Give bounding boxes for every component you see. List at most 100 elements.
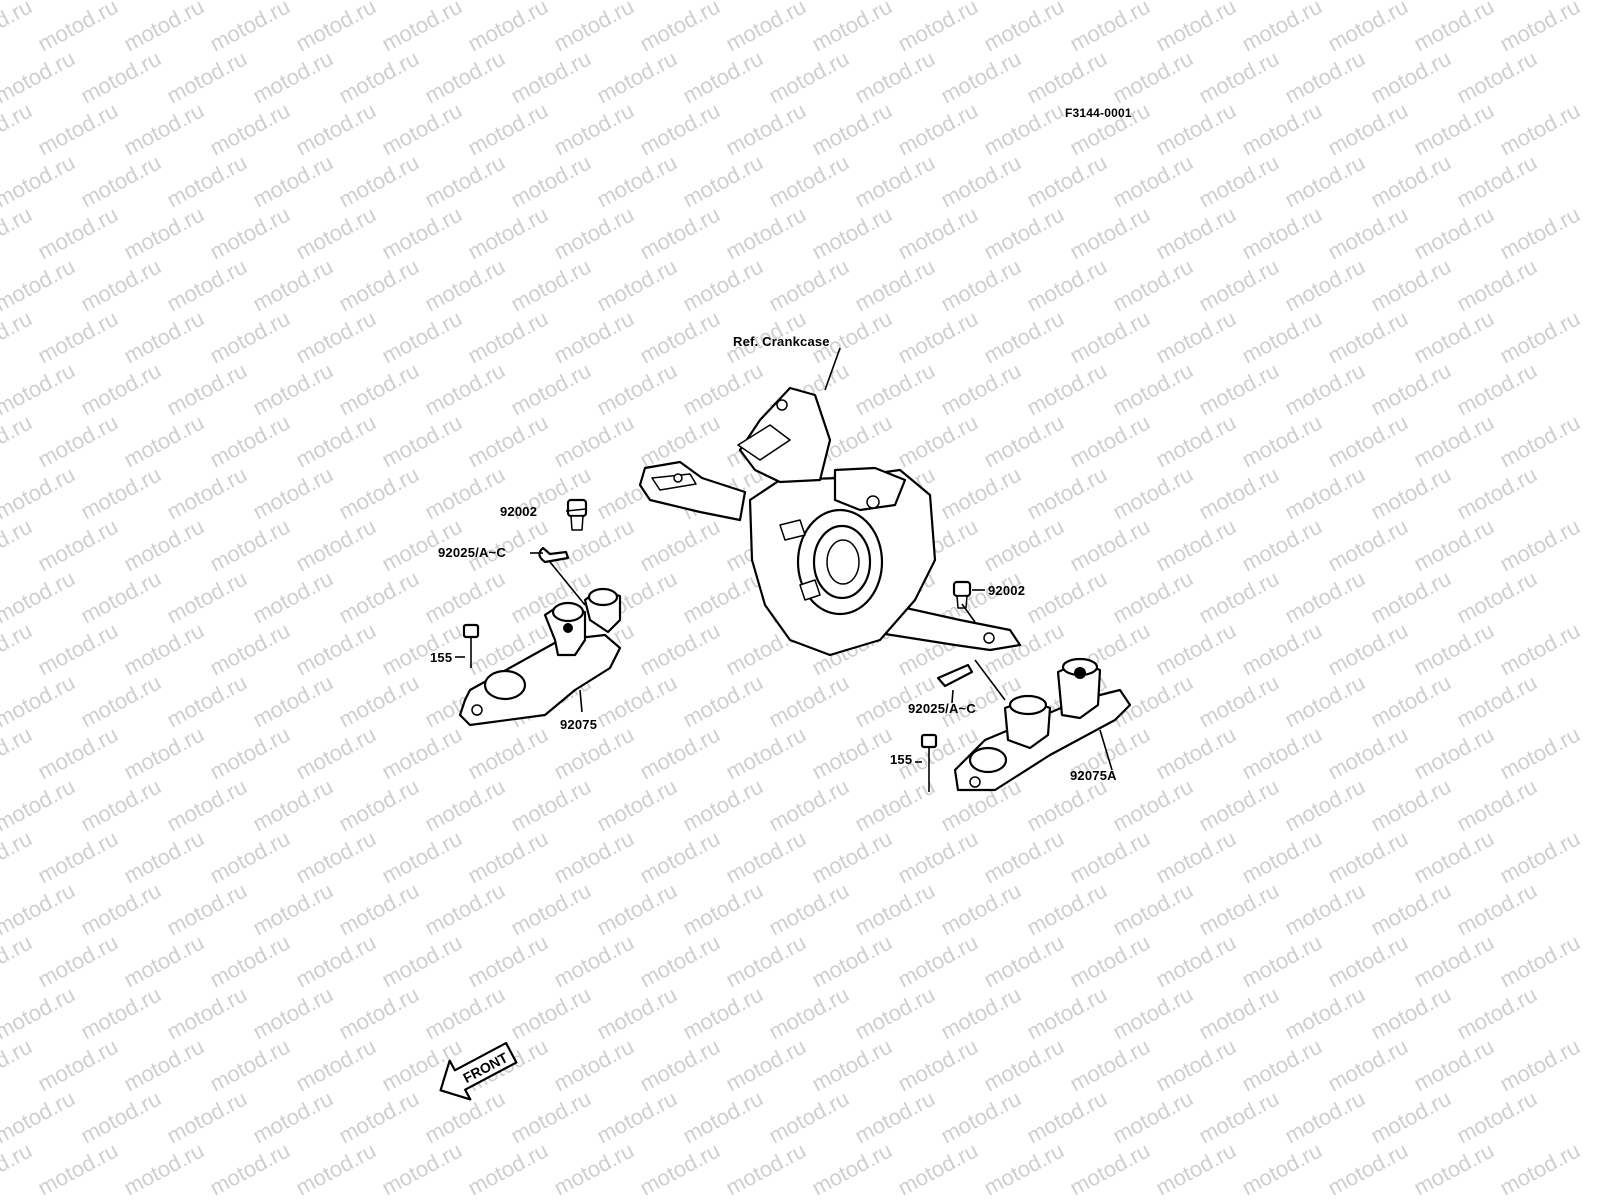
watermark-text: motod.ru (0, 306, 36, 369)
watermark-text: motod.ru (120, 306, 208, 369)
watermark-text: motod.ru (1281, 670, 1369, 733)
watermark-text: motod.ru (1152, 1034, 1240, 1097)
watermark-text: motod.ru (1324, 514, 1412, 577)
watermark-text: motod.ru (206, 618, 294, 681)
watermark-text: motod.ru (679, 566, 767, 629)
watermark-text: motod.ru (378, 98, 466, 161)
watermark-text: motod.ru (808, 1034, 896, 1097)
watermark-text: motod.ru (378, 722, 466, 785)
watermark-text: motod.ru (937, 254, 1025, 317)
watermark-text: motod.ru (1152, 202, 1240, 265)
watermark-text: motod.ru (1238, 514, 1326, 577)
watermark-text: motod.ru (34, 0, 122, 56)
watermark-text: motod.ru (1195, 150, 1283, 213)
watermark-text: motod.ru (1023, 1086, 1111, 1149)
watermark-text: motod.ru (1324, 1034, 1412, 1097)
watermark-text: motod.ru (120, 722, 208, 785)
watermark-text: motod.ru (335, 774, 423, 837)
watermark-text: motod.ru (894, 202, 982, 265)
watermark-text: motod.ru (249, 150, 337, 213)
watermark-text: motod.ru (1109, 358, 1197, 421)
watermark-text: motod.ru (1281, 46, 1369, 109)
watermark-text: motod.ru (0, 514, 36, 577)
watermark-text: motod.ru (1281, 254, 1369, 317)
watermark-text: motod.ru (1066, 1034, 1154, 1097)
watermark-text: motod.ru (1195, 982, 1283, 1045)
watermark-text: motod.ru (249, 878, 337, 941)
watermark-text: motod.ru (1238, 306, 1326, 369)
watermark-text: motod.ru (163, 774, 251, 837)
watermark-text: motod.ru (378, 0, 466, 56)
watermark-text: motod.ru (679, 670, 767, 733)
watermark-text: motod.ru (1453, 46, 1541, 109)
watermark-text: motod.ru (1496, 722, 1584, 785)
watermark-text: motod.ru (206, 306, 294, 369)
watermark-text: motod.ru (0, 1034, 36, 1097)
watermark-text: motod.ru (593, 150, 681, 213)
watermark-text: motod.ru (593, 254, 681, 317)
watermark-text: motod.ru (421, 46, 509, 109)
watermark-text: motod.ru (1023, 254, 1111, 317)
watermark-text: motod.ru (1109, 982, 1197, 1045)
watermark-text: motod.ru (1324, 826, 1412, 889)
watermark-text: motod.ru (335, 46, 423, 109)
watermark-text: motod.ru (1195, 462, 1283, 525)
watermark-text: motod.ru (1152, 0, 1240, 56)
watermark-text: motod.ru (1109, 462, 1197, 525)
watermark-text: motod.ru (249, 1086, 337, 1149)
watermark-text: motod.ru (507, 46, 595, 109)
watermark-text: motod.ru (1496, 98, 1584, 161)
watermark-text: motod.ru (1453, 358, 1541, 421)
watermark-text: motod.ru (1238, 98, 1326, 161)
watermark-text: motod.ru (765, 254, 853, 317)
label-ref-crankcase: Ref. Crankcase (733, 334, 830, 349)
watermark-text: motod.ru (1238, 826, 1326, 889)
leader-lines (455, 347, 1113, 771)
watermark-text: motod.ru (0, 98, 36, 161)
watermark-text: motod.ru (550, 930, 638, 993)
watermark-text: motod.ru (1066, 202, 1154, 265)
watermark-text: motod.ru (1152, 306, 1240, 369)
watermark-text: motod.ru (335, 462, 423, 525)
watermark-text: motod.ru (206, 514, 294, 577)
watermark-text: motod.ru (335, 1086, 423, 1149)
watermark-text: motod.ru (1195, 774, 1283, 837)
watermark-text: motod.ru (808, 930, 896, 993)
watermark-text: motod.ru (1109, 774, 1197, 837)
watermark-text: motod.ru (1281, 1086, 1369, 1149)
watermark-text: motod.ru (1023, 982, 1111, 1045)
watermark-text: motod.ru (937, 46, 1025, 109)
watermark-text: motod.ru (1410, 1138, 1498, 1200)
watermark-text: motod.ru (937, 462, 1025, 525)
watermark-text: motod.ru (1066, 1138, 1154, 1200)
watermark-text: motod.ru (77, 878, 165, 941)
watermark-text: motod.ru (1238, 618, 1326, 681)
label-92025-right: 92025/A~C (908, 701, 976, 716)
watermark-text: motod.ru (679, 46, 767, 109)
watermark-text: motod.ru (34, 1034, 122, 1097)
watermark-text: motod.ru (937, 358, 1025, 421)
watermark-text: motod.ru (1152, 98, 1240, 161)
watermark-text: motod.ru (1496, 930, 1584, 993)
watermark-text: motod.ru (292, 930, 380, 993)
watermark-text: motod.ru (1195, 46, 1283, 109)
watermark-text: motod.ru (1195, 878, 1283, 941)
watermark-text: motod.ru (980, 1034, 1068, 1097)
watermark-text: motod.ru (636, 306, 724, 369)
watermark-text: motod.ru (1324, 98, 1412, 161)
watermark-text: motod.ru (1367, 878, 1455, 941)
watermark-text: motod.ru (249, 774, 337, 837)
label-155-left: 155 (430, 650, 453, 665)
watermark-text: motod.ru (292, 410, 380, 473)
watermark-text: motod.ru (1496, 306, 1584, 369)
watermark-text: motod.ru (1281, 982, 1369, 1045)
watermark-text: motod.ru (1453, 982, 1541, 1045)
watermark-text: motod.ru (550, 0, 638, 56)
watermark-text: motod.ru (206, 1034, 294, 1097)
watermark-text: motod.ru (378, 202, 466, 265)
watermark-text: motod.ru (464, 98, 552, 161)
watermark-text: motod.ru (1109, 566, 1197, 629)
watermark-text: motod.ru (0, 618, 36, 681)
watermark-text: motod.ru (120, 1138, 208, 1200)
watermark-text: motod.ru (120, 202, 208, 265)
